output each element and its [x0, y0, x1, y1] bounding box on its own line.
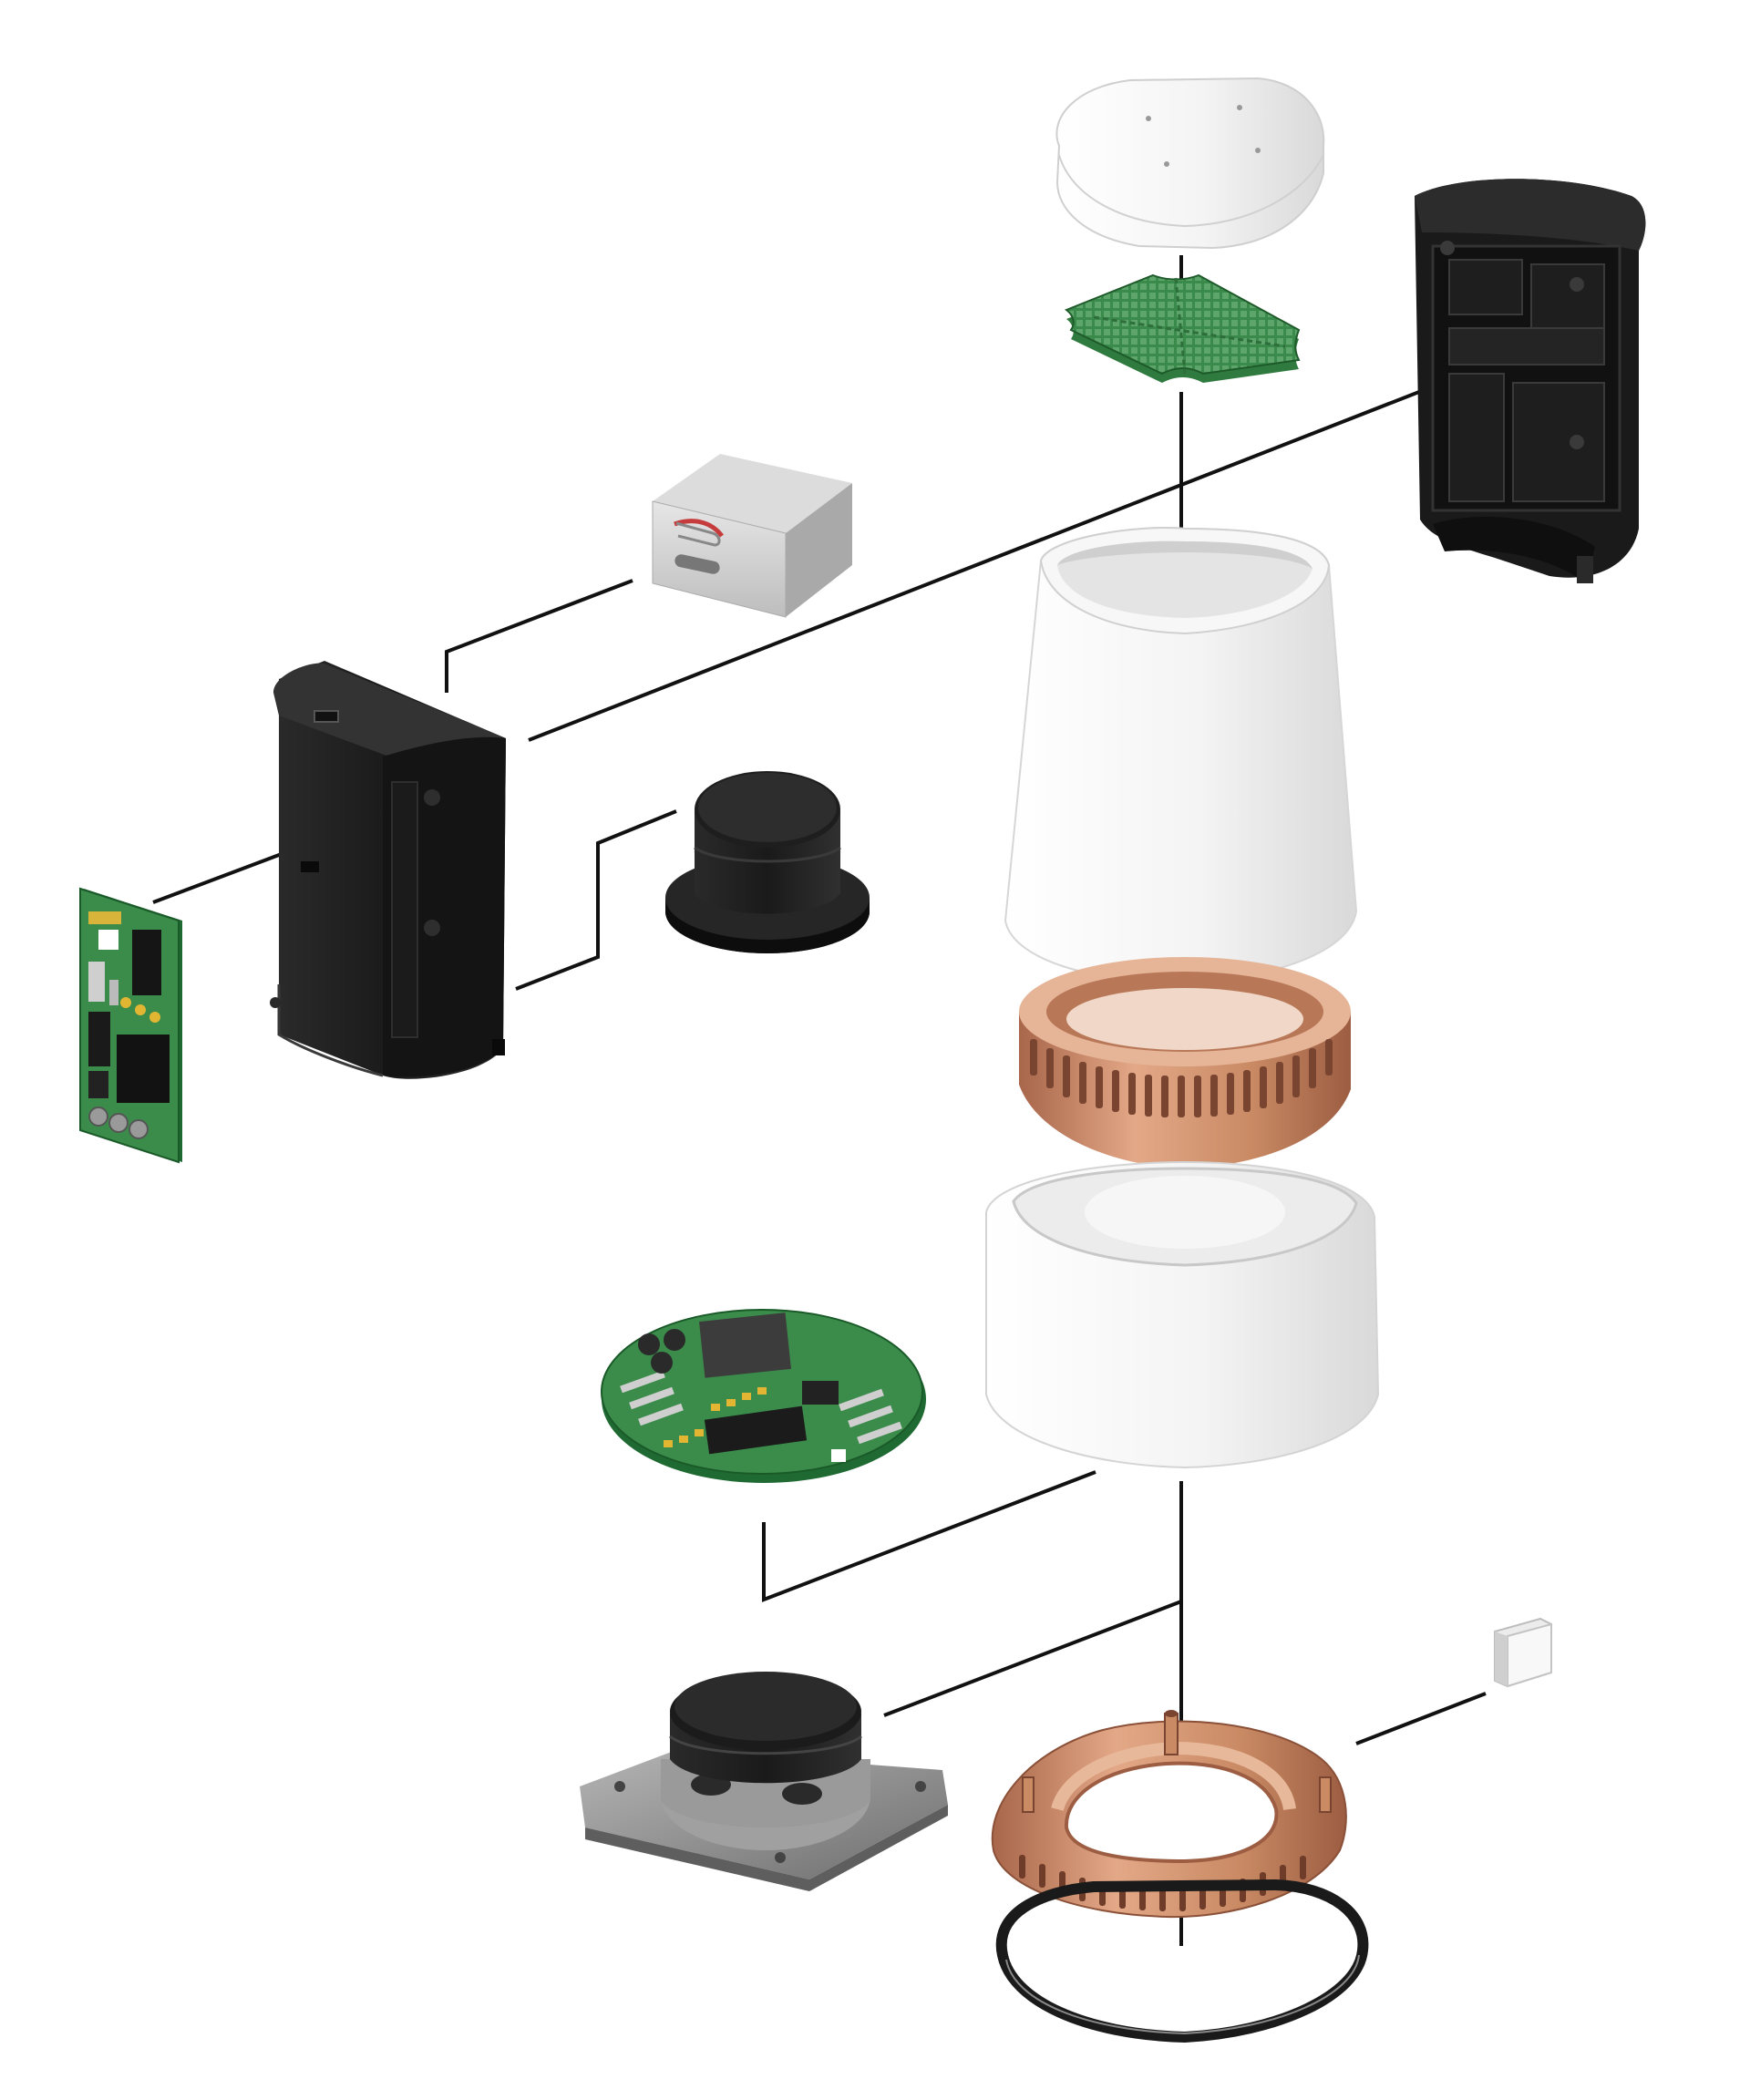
- top-sensor-board: [1064, 273, 1301, 383]
- leader-knob: [515, 809, 677, 991]
- vertical-pcb: [79, 887, 182, 1164]
- leader-battery: [445, 579, 633, 693]
- leader-rear-to-front-housing: [528, 372, 1467, 742]
- leader-vertical-pcb: [152, 848, 294, 904]
- copper-mesh-ring: [1019, 957, 1351, 1168]
- lower-white-shell: [985, 1160, 1380, 1469]
- speaker-driver: [580, 1672, 948, 1891]
- black-rear-housing: [1415, 179, 1646, 583]
- copper-base-frame: [991, 1710, 1347, 1919]
- small-white-clip: [1494, 1617, 1552, 1688]
- leader-round-pcb: [762, 1470, 1096, 1602]
- round-main-pcb: [601, 1309, 926, 1483]
- top-cap: [1055, 77, 1325, 250]
- black-gasket-ring: [995, 1879, 1369, 2043]
- black-knob: [665, 771, 870, 953]
- leader-speaker: [883, 1600, 1182, 1717]
- black-front-housing: [270, 661, 506, 1079]
- upper-white-shell: [1004, 527, 1358, 984]
- battery-pack: [652, 454, 852, 618]
- leader-lines: [152, 255, 1487, 1946]
- leader-clip: [1355, 1692, 1487, 1745]
